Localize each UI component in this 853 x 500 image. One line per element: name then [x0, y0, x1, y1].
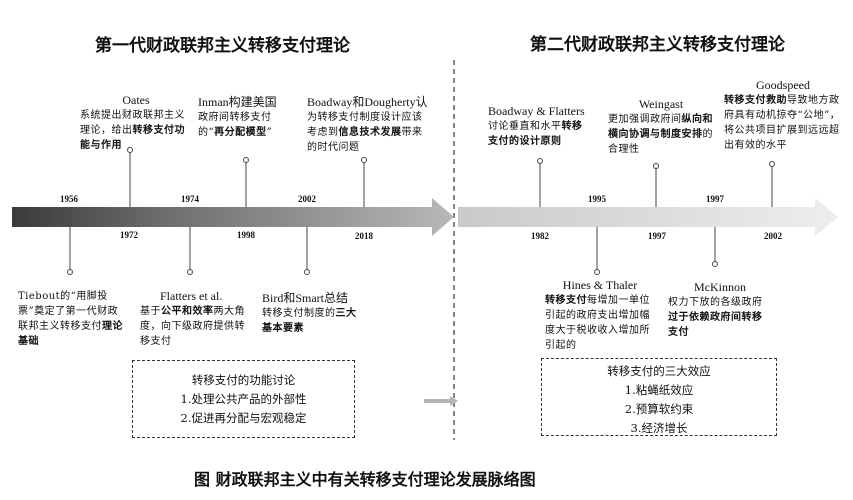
event-hines-thaler: Hines & Thaler 转移支付每增加一单位引起的政府支出增加幅度大于税收… [545, 278, 655, 353]
gen2-summary-box: 转移支付的三大效应 1.粘蝇纸效应 2.预算软约束 3.经济增长 [541, 358, 777, 436]
box-title: 转移支付的三大效应 [607, 364, 711, 378]
event-desc: 基于公平和效率两大角度，向下级政府提供转移支付 [140, 306, 245, 347]
event-desc: 权力下放的各级政府过于依赖政府间转移支付 [668, 297, 763, 338]
event-mckinnon: McKinnon 权力下放的各级政府过于依赖政府间转移支付 [668, 280, 772, 340]
event-name: Hines & Thaler [562, 278, 638, 292]
event-desc: 转移支付救助导致地方政府具有动机掠夺“公地”，将公共项目扩展到远远超出有效的水平 [724, 95, 841, 151]
event-desc: Tiebout的“用脚投票”奠定了第一代财政联邦主义转移支付理论基础 [18, 291, 123, 347]
box-item: 2.预算软约束 [624, 402, 694, 416]
event-name: Bird和Smart总结 [262, 291, 348, 305]
event-desc: 讨论垂直和水平转移支付的设计原则 [488, 121, 583, 147]
event-flatters: Flatters et al. 基于公平和效率两大角度，向下级政府提供转移支付 [140, 289, 250, 349]
box-item: 1.处理公共产品的外部性 [180, 392, 307, 406]
event-inman: Inman构建美国 政府间转移支付的“再分配模型” [198, 93, 296, 140]
gen2-above-connectors [537, 158, 775, 207]
event-name: McKinnon [694, 280, 746, 294]
year-label: 1997 [648, 231, 666, 241]
event-name: Flatters et al. [160, 289, 223, 303]
year-label: 2002 [764, 231, 782, 241]
event-desc: 转移支付每增加一单位引起的政府支出增加幅度大于税收收入增加所引起的 [545, 295, 650, 351]
year-label: 1998 [237, 230, 255, 240]
event-name: Oates [122, 93, 150, 107]
year-label: 1974 [181, 194, 199, 204]
year-label: 1972 [120, 230, 138, 240]
connector-arrow [424, 396, 458, 406]
event-boadway-flatters: Boadway & Flatters 讨论垂直和水平转移支付的设计原则 [488, 104, 592, 149]
event-bird-smart: Bird和Smart总结 转移支付制度的三大基本要素 [262, 289, 362, 336]
event-tiebout: Tiebout的“用脚投票”奠定了第一代财政联邦主义转移支付理论基础 [18, 289, 124, 349]
event-name: Goodspeed [756, 78, 810, 92]
event-name: Boadway和Dougherty认 [307, 95, 428, 109]
box-item: 3.经济增长 [630, 421, 688, 435]
gen1-above-connectors [127, 147, 367, 207]
event-desc: 系统提出财政联邦主义理论，给出转移支付功能与作用 [80, 110, 185, 151]
event-name: Inman构建美国 [198, 95, 277, 109]
year-label: 1982 [531, 231, 549, 241]
event-name: Boadway & Flatters [488, 104, 585, 118]
year-label: 2002 [298, 194, 316, 204]
gen1-summary-box: 转移支付的功能讨论 1.处理公共产品的外部性 2.促进再分配与宏观稳定 [132, 360, 355, 438]
year-label: 1956 [60, 194, 78, 204]
gen2-title: 第二代财政联邦主义转移支付理论 [530, 35, 785, 55]
gen1-title: 第一代财政联邦主义转移支付理论 [95, 36, 350, 56]
event-name: Weingast [638, 97, 684, 111]
event-oates: Oates 系统提出财政联邦主义理论，给出转移支付功能与作用 [80, 93, 192, 153]
box-item: 1.粘蝇纸效应 [624, 383, 694, 397]
figure-caption: 图 财政联邦主义中有关转移支付理论发展脉络图 [194, 470, 536, 489]
event-desc: 为转移支付制度设计应该考虑到信息技术发展带来的时代问题 [307, 112, 423, 153]
event-goodspeed: Goodspeed 转移支付救助导致地方政府具有动机掠夺“公地”，将公共项目扩展… [724, 78, 842, 153]
year-label: 1997 [706, 194, 724, 204]
box-title: 转移支付的功能讨论 [191, 373, 296, 387]
event-boadway-dougherty: Boadway和Dougherty认 为转移支付制度设计应该考虑到信息技术发展带… [307, 93, 429, 155]
event-desc: 政府间转移支付的“再分配模型” [198, 112, 273, 138]
event-desc: 更加强调政府间纵向和横向协调与制度安排的合理性 [608, 114, 713, 155]
gen2-below-connectors [594, 227, 718, 275]
event-desc: 转移支付制度的三大基本要素 [262, 308, 357, 334]
box-item: 2.促进再分配与宏观稳定 [180, 411, 307, 425]
gen2-timeline-arrow [458, 198, 838, 236]
gen1-below-connectors [67, 227, 310, 275]
gen1-timeline-arrow [12, 198, 454, 236]
year-label: 2018 [355, 231, 373, 241]
year-label: 1995 [588, 194, 606, 204]
event-weingast: Weingast 更加强调政府间纵向和横向协调与制度安排的合理性 [608, 97, 714, 157]
